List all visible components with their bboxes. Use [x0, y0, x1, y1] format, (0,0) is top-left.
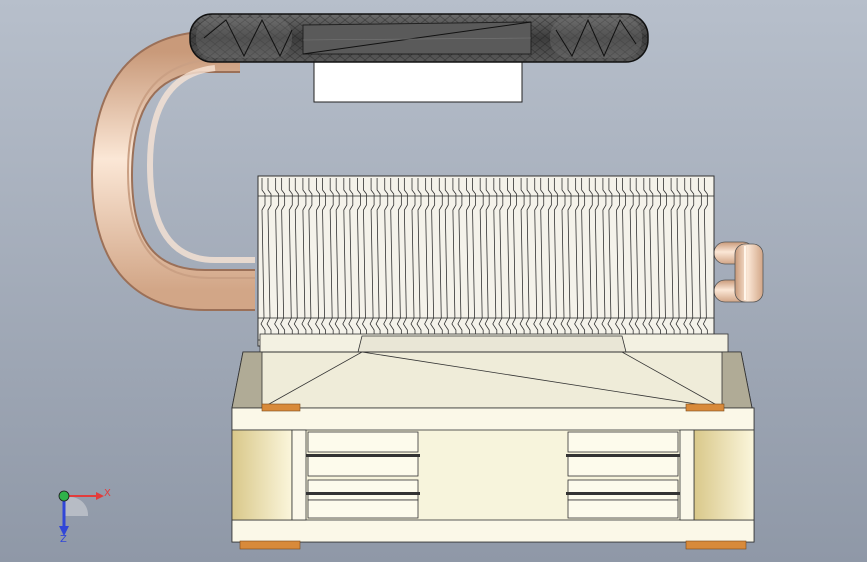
bracket-slot: [307, 499, 419, 519]
x-axis-label: X: [104, 488, 111, 499]
fin: [533, 178, 539, 344]
fin-edge: [661, 178, 667, 344]
fin: [465, 178, 470, 344]
fin: [315, 178, 320, 344]
fin: [696, 178, 702, 344]
fin-edge: [457, 178, 463, 344]
bracket-slot: [567, 455, 679, 477]
fin-edge: [702, 178, 708, 344]
fin: [683, 178, 689, 344]
fin-edge: [593, 178, 599, 344]
feet[interactable]: [239, 403, 747, 550]
bracket-slot: [307, 479, 419, 501]
fin: [437, 178, 443, 344]
bracket-slot: [567, 499, 679, 519]
base-plate[interactable]: [231, 333, 753, 409]
fin: [587, 178, 593, 344]
fin: [396, 178, 402, 344]
fin: [383, 178, 389, 344]
fin: [478, 178, 484, 344]
fin: [342, 178, 348, 344]
fin: [546, 178, 552, 344]
fin-edge: [675, 178, 681, 344]
fin: [505, 178, 511, 344]
fin-edge: [266, 178, 272, 344]
fin-edge: [498, 178, 504, 344]
fin: [424, 178, 430, 344]
fin: [669, 178, 675, 344]
fin-edge: [511, 178, 517, 344]
fin-edge: [621, 178, 626, 344]
heat-pipes[interactable]: [90, 31, 255, 311]
fan[interactable]: [189, 13, 649, 103]
bracket-groove: [306, 492, 420, 495]
bracket-slot: [567, 431, 679, 453]
fin: [519, 178, 525, 344]
bracket-slot: [307, 455, 419, 477]
fin: [615, 178, 620, 344]
fin: [274, 178, 280, 344]
bracket-groove: [306, 454, 420, 457]
fin: [287, 178, 293, 344]
z-axis-label: Z: [60, 534, 67, 545]
fin-edge: [307, 178, 313, 344]
fin: [301, 178, 307, 344]
fin-edge: [430, 178, 436, 344]
fin: [655, 178, 661, 344]
fin: [642, 178, 648, 344]
fin-edge: [402, 178, 408, 344]
pipe-ends[interactable]: [713, 241, 764, 303]
fin-edge: [634, 178, 640, 344]
fin-edge: [607, 178, 613, 344]
fin-edge: [375, 178, 381, 344]
fin: [574, 178, 580, 344]
fin-edge: [539, 178, 545, 344]
fin-edge: [293, 178, 299, 344]
fin: [601, 178, 607, 344]
mounting-bracket[interactable]: [231, 407, 755, 543]
fin-edge: [280, 178, 286, 344]
fin-edge: [525, 178, 531, 344]
fin-edge: [484, 178, 490, 344]
triad-axes: [58, 490, 104, 536]
fin: [355, 178, 361, 344]
fin-stack[interactable]: [257, 175, 715, 347]
orientation-triad[interactable]: X Y Z: [40, 478, 120, 548]
fin-edge: [361, 178, 367, 344]
fin: [369, 178, 375, 344]
fin-edge: [348, 178, 354, 344]
fin-edge: [689, 178, 695, 344]
fin: [492, 178, 498, 344]
bracket-groove: [566, 454, 680, 457]
fin-edge: [443, 178, 449, 344]
fin: [328, 178, 334, 344]
fin: [628, 178, 634, 344]
fin-edge: [321, 178, 326, 344]
fin-edge: [334, 178, 340, 344]
bracket-slot: [307, 431, 419, 453]
fin: [560, 178, 566, 344]
fin-edge: [566, 178, 572, 344]
fin-edge: [416, 178, 422, 344]
fin-edge: [389, 178, 395, 344]
bracket-slot: [567, 479, 679, 501]
fin-edge: [471, 178, 476, 344]
fin: [410, 178, 416, 344]
fin-edge: [648, 178, 654, 344]
fin-edge: [552, 178, 558, 344]
fin: [451, 178, 457, 344]
fin-edge: [580, 178, 586, 344]
bracket-groove: [566, 492, 680, 495]
fin: [260, 178, 266, 344]
